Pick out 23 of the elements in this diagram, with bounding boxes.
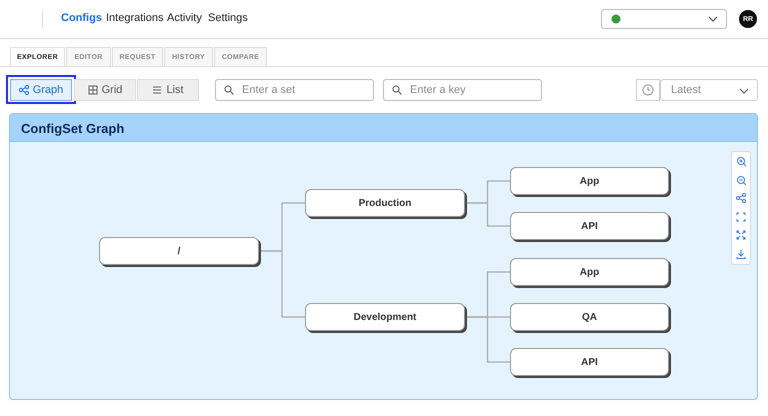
node-box: / <box>99 237 259 265</box>
panel-title: ConfigSet Graph <box>21 121 124 136</box>
toggle-button: Grid <box>74 79 136 101</box>
nav-link: Integrations <box>106 12 164 24</box>
node-box: Production <box>305 189 465 217</box>
toggle-button: List <box>137 79 199 101</box>
node-box: App <box>510 258 669 286</box>
connector-line <box>465 202 510 227</box>
graph-panel <box>9 113 758 400</box>
node-box: API <box>510 212 669 240</box>
version-select: Latest <box>660 79 758 101</box>
nav-link: Settings <box>208 12 248 24</box>
search-field: Enter a set <box>215 79 374 101</box>
node-box: API <box>510 348 669 376</box>
connector-line <box>259 250 305 318</box>
node-box: QA <box>510 303 669 331</box>
nav-link: Configs <box>61 12 102 24</box>
nav-link: Activity <box>167 12 202 24</box>
node-box: App <box>510 167 669 195</box>
toggle-button: Graph <box>10 79 72 101</box>
connector-line <box>465 316 510 363</box>
search-field: Enter a key <box>383 79 542 101</box>
node-box: Development <box>305 303 465 331</box>
